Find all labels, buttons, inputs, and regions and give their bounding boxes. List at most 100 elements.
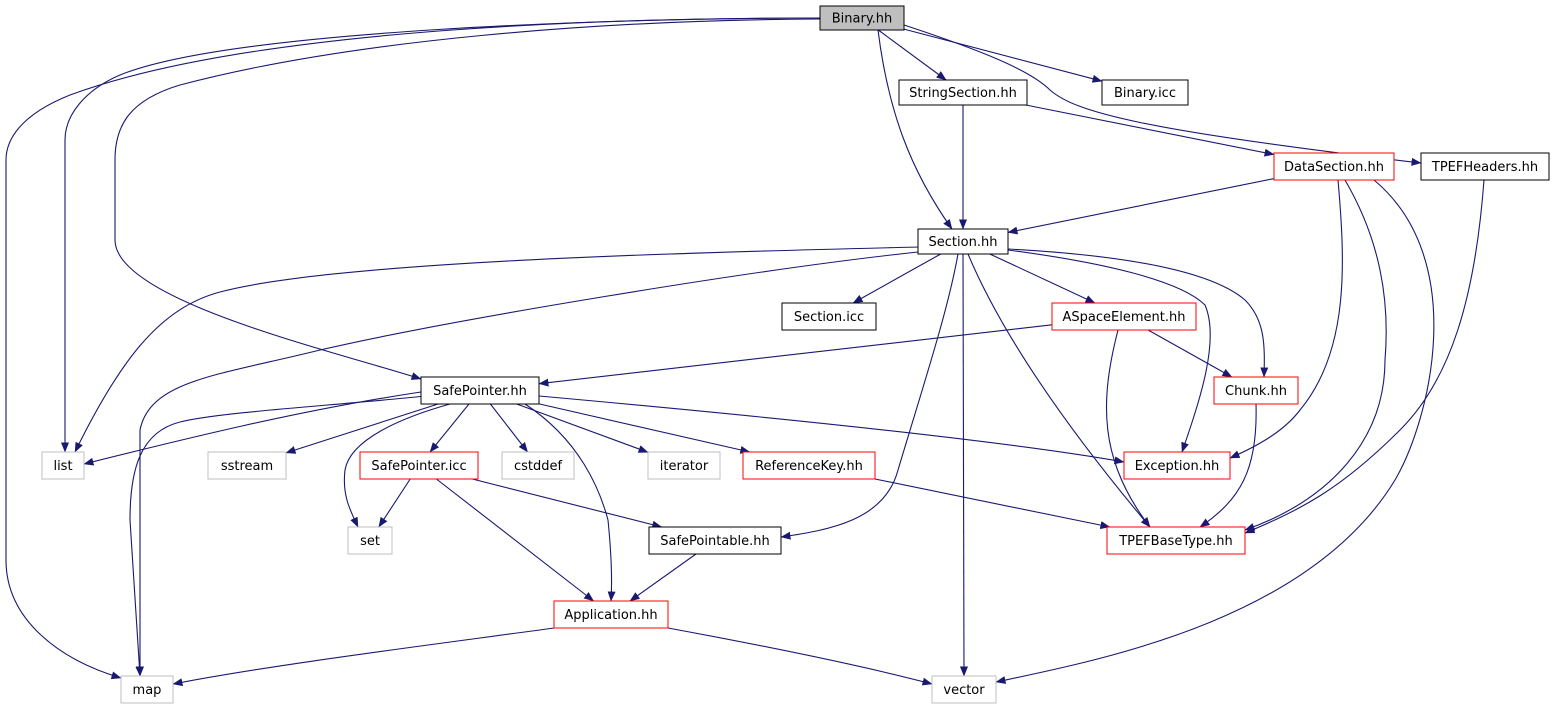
edge-safepointer_hh-to-cstddef	[489, 403, 529, 453]
node-set: set	[347, 526, 393, 555]
edge-safepointer_hh-to-map	[129, 395, 426, 677]
node-label: SafePointer.icc	[371, 459, 466, 474]
node-label: set	[360, 534, 380, 549]
node-label: StringSection.hh	[909, 86, 1017, 101]
node-binary-hh[interactable]: Binary.hh	[819, 5, 905, 31]
edge-section_hh-to-tpefbasetype_hh	[967, 253, 1151, 528]
node-box	[347, 526, 393, 555]
node-vector: vector	[931, 675, 997, 704]
edge-binary_hh-to-list	[61, 17, 821, 453]
edge-aspaceelement_hh-to-safepointer_hh	[538, 324, 1053, 387]
edge-application_hh-to-map	[172, 627, 555, 687]
node-label: Section.hh	[929, 235, 998, 250]
edge-line	[524, 403, 616, 602]
node-box	[420, 376, 540, 405]
node-box	[1213, 376, 1299, 405]
edge-line	[959, 253, 968, 677]
edge-line	[1007, 178, 1275, 235]
edge-line	[852, 253, 941, 304]
node-safepointable-hh[interactable]: SafePointable.hh	[648, 526, 782, 555]
edge-line	[129, 395, 426, 677]
node-box	[917, 228, 1009, 255]
edge-section_hh-to-aspaceelement_hh	[989, 253, 1096, 304]
node-sstream: sstream	[207, 451, 287, 480]
node-box	[1123, 451, 1231, 480]
node-label: SafePointable.hh	[660, 534, 770, 549]
edge-line	[903, 24, 1422, 166]
edge-line	[877, 29, 947, 81]
edge-safepointer_hh-to-set	[343, 403, 451, 528]
node-label: cstddef	[514, 459, 563, 474]
edge-line	[1007, 248, 1269, 378]
edge-safepointable_hh-to-application_hh	[629, 553, 697, 602]
node-exception-hh[interactable]: Exception.hh	[1123, 451, 1231, 480]
edge-line	[1244, 179, 1387, 531]
edge-binary_hh-to-section_hh	[877, 29, 953, 230]
edge-section_hh-to-safepointable_hh	[780, 253, 959, 540]
node-section-hh[interactable]: Section.hh	[917, 228, 1009, 255]
node-label: ReferenceKey.hh	[755, 459, 863, 474]
node-box	[1106, 526, 1246, 555]
node-datasection-hh[interactable]: DataSection.hh	[1273, 152, 1395, 181]
node-label: Exception.hh	[1135, 459, 1220, 474]
node-stringsection-hh[interactable]: StringSection.hh	[898, 79, 1028, 106]
edge-line	[378, 478, 411, 528]
edge-tpefheaders_hh-to-tpefbasetype_hh	[1244, 179, 1485, 534]
node-aspaceelement-hh[interactable]: ASpaceElement.hh	[1051, 302, 1197, 331]
edge-binary_hh-to-map	[5, 17, 821, 680]
node-box	[781, 302, 877, 331]
edge-line	[780, 253, 959, 540]
node-box	[501, 451, 575, 480]
node-list: list	[41, 451, 85, 480]
node-box	[648, 526, 782, 555]
edge-line	[538, 395, 1125, 465]
node-tpefheaders-hh[interactable]: TPEFHeaders.hh	[1420, 152, 1550, 181]
edge-line	[114, 18, 821, 380]
edge-section_hh-to-map	[136, 251, 919, 677]
edge-section_hh-to-section_icc	[852, 253, 941, 304]
node-box	[41, 451, 85, 480]
node-label: iterator	[660, 459, 709, 474]
node-tpefbasetype-hh[interactable]: TPEFBaseType.hh	[1106, 526, 1246, 555]
node-box	[359, 451, 479, 480]
edge-line	[5, 17, 821, 680]
edge-safepointer_hh-to-list	[83, 391, 422, 466]
edge-section_hh-to-chunk_hh	[1007, 248, 1269, 378]
node-label: DataSection.hh	[1284, 160, 1384, 175]
edge-datasection_hh-to-vector	[995, 179, 1435, 684]
edge-safepointer_hh-to-application_hh	[524, 403, 616, 602]
edge-line	[989, 253, 1096, 304]
node-referencekey-hh[interactable]: ReferenceKey.hh	[742, 451, 876, 480]
node-label: vector	[943, 683, 985, 698]
node-box	[742, 451, 876, 480]
edge-line	[1147, 329, 1233, 378]
node-label: Binary.hh	[832, 12, 893, 27]
edge-line	[516, 403, 649, 453]
edge-line	[436, 478, 594, 602]
edge-line	[1199, 403, 1257, 528]
edge-line	[1229, 179, 1343, 459]
edge-binary_hh-to-stringsection_hh	[877, 29, 947, 81]
node-label: Section.icc	[794, 310, 864, 325]
node-safepointer-icc[interactable]: SafePointer.icc	[359, 451, 479, 480]
edge-safepointer_icc-to-set	[378, 478, 411, 528]
node-binary-icc[interactable]: Binary.icc	[1101, 79, 1189, 106]
edge-line	[1244, 179, 1485, 534]
edge-safepointer_hh-to-referencekey_hh	[538, 403, 751, 454]
edge-safepointer_hh-to-iterator	[516, 403, 649, 453]
edge-line	[61, 17, 821, 453]
edge-line	[83, 391, 422, 466]
edge-application_hh-to-vector	[667, 627, 933, 686]
node-safepointer-hh[interactable]: SafePointer.hh	[420, 376, 540, 405]
node-box	[647, 451, 721, 480]
node-box	[931, 675, 997, 704]
node-chunk-hh[interactable]: Chunk.hh	[1213, 376, 1299, 405]
node-section-icc[interactable]: Section.icc	[781, 302, 877, 331]
edge-referencekey_hh-to-tpefbasetype_hh	[874, 478, 1111, 530]
edge-line	[136, 251, 919, 677]
edge-safepointer_icc-to-application_hh	[436, 478, 594, 602]
node-label: list	[53, 459, 72, 474]
edge-aspaceelement_hh-to-chunk_hh	[1147, 329, 1233, 378]
node-application-hh[interactable]: Application.hh	[553, 600, 669, 629]
edge-line	[995, 179, 1435, 684]
